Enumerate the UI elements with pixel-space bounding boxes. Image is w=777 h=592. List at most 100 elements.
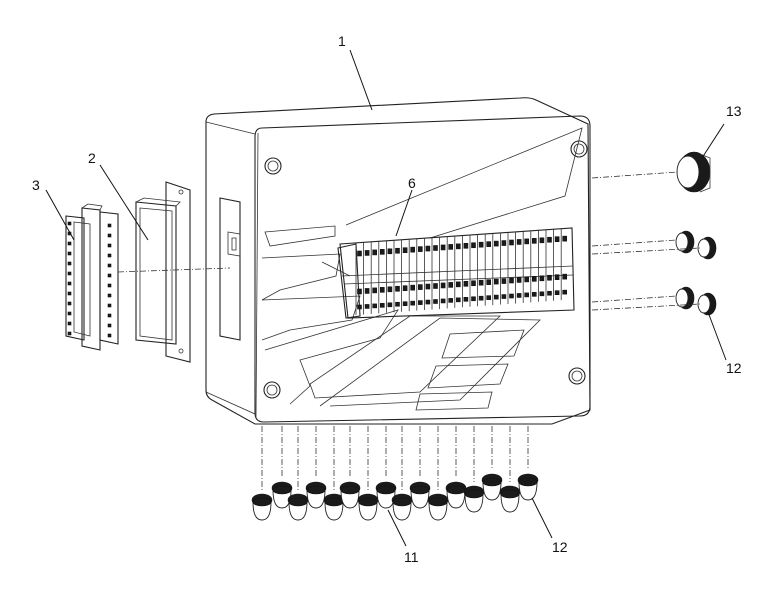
terminal-screw <box>387 302 393 308</box>
terminal-screw <box>433 299 438 304</box>
enclosure-box <box>205 97 591 425</box>
gland-dome <box>464 493 484 513</box>
terminal-screw <box>539 291 545 297</box>
terminal-screw <box>357 304 362 310</box>
gland-ring <box>340 485 360 495</box>
gland-dome <box>500 493 520 513</box>
terminal-screw <box>562 273 568 280</box>
gland-dome <box>428 501 448 521</box>
lid-screw-holes <box>263 140 588 399</box>
terminal-screw <box>364 288 370 294</box>
terminal-screw <box>493 240 499 247</box>
connector-pin <box>107 243 112 248</box>
terminal-screw <box>524 276 530 283</box>
gland-dome <box>252 501 272 521</box>
gland-ring <box>464 489 484 499</box>
gland-dome <box>340 489 360 509</box>
terminal-screw <box>562 235 568 242</box>
terminal-screw <box>417 284 423 290</box>
terminal-screw <box>387 248 393 255</box>
callout-1: 1 <box>338 33 346 49</box>
terminal-blocks <box>355 228 568 315</box>
gland-ring <box>428 497 448 507</box>
callout-3: 3 <box>32 177 40 193</box>
connector-pin <box>107 223 112 228</box>
terminal-screw <box>531 238 537 244</box>
gland-dome <box>288 501 308 521</box>
terminal-screw <box>440 244 446 251</box>
gland-ring <box>482 477 502 487</box>
terminal-screw <box>372 287 378 294</box>
terminal-screw <box>478 279 484 286</box>
gland-dome <box>324 501 344 521</box>
terminal-screw <box>524 292 530 298</box>
terminal-screw <box>433 245 438 251</box>
terminal-screw <box>364 304 370 309</box>
terminal-screw <box>509 293 514 299</box>
connector-pin <box>107 303 112 308</box>
terminal-screw <box>455 243 461 250</box>
terminal-screw <box>501 240 507 246</box>
callout-13: 13 <box>726 103 742 119</box>
terminal-screw <box>448 282 454 288</box>
connector-pin <box>107 253 112 258</box>
terminal-screw <box>433 283 438 289</box>
terminal-screw <box>493 278 499 285</box>
gland-dome <box>392 501 412 521</box>
terminal-screw <box>471 242 476 249</box>
terminal-screw <box>547 236 552 243</box>
terminal-screw <box>448 298 454 303</box>
gland-ring <box>446 485 466 495</box>
terminal-screw <box>501 294 507 299</box>
gland-dome <box>358 501 378 521</box>
gland-ring <box>500 489 520 499</box>
terminal-screw <box>357 288 362 295</box>
terminal-screw <box>357 250 362 257</box>
terminal-screw <box>379 303 385 308</box>
callout-2: 2 <box>88 150 96 166</box>
multi-pin-connector <box>65 203 119 351</box>
side-cutout <box>219 197 241 341</box>
connector-pins <box>67 221 112 338</box>
terminal-screw <box>539 237 545 244</box>
terminal-screw <box>395 247 400 254</box>
terminal-screw <box>410 300 416 306</box>
connector-pin <box>67 321 72 326</box>
gland-dome <box>518 481 538 501</box>
terminal-screw <box>463 296 469 302</box>
terminal-screw <box>509 277 514 284</box>
callout-11: 11 <box>404 549 419 565</box>
terminal-screw <box>455 281 461 288</box>
connector-pin <box>67 251 72 256</box>
terminal-screw <box>554 290 560 296</box>
gland-ring <box>288 497 308 507</box>
leader-lines <box>45 49 727 547</box>
gland-ring <box>518 477 538 487</box>
terminal-screw <box>478 295 484 301</box>
terminal-screw <box>425 299 431 305</box>
terminal-screw <box>471 296 476 302</box>
callout-6: 6 <box>408 175 416 191</box>
gland-ring <box>306 485 326 495</box>
callout-12-right: 12 <box>726 360 742 376</box>
connector-pin <box>67 301 72 306</box>
terminal-screw <box>539 275 545 282</box>
terminal-screw <box>524 238 530 245</box>
lid-reflection-lines <box>261 127 583 411</box>
gland-dome <box>410 489 430 509</box>
connector-pin <box>67 291 72 296</box>
terminal-screw <box>463 280 469 287</box>
terminal-screw <box>486 241 492 247</box>
terminal-screw <box>486 295 492 300</box>
terminal-screw <box>463 243 469 249</box>
connector-pin <box>67 271 72 276</box>
callout-labels: 1 2 3 6 11 12 12 13 <box>32 33 742 565</box>
terminal-screw <box>402 285 408 292</box>
connector-pin <box>107 313 112 318</box>
connector-pin <box>67 281 72 286</box>
gland-ring <box>358 497 378 507</box>
gland-dome <box>306 489 326 509</box>
terminal-screw <box>486 279 492 285</box>
gland-dome <box>482 481 502 501</box>
